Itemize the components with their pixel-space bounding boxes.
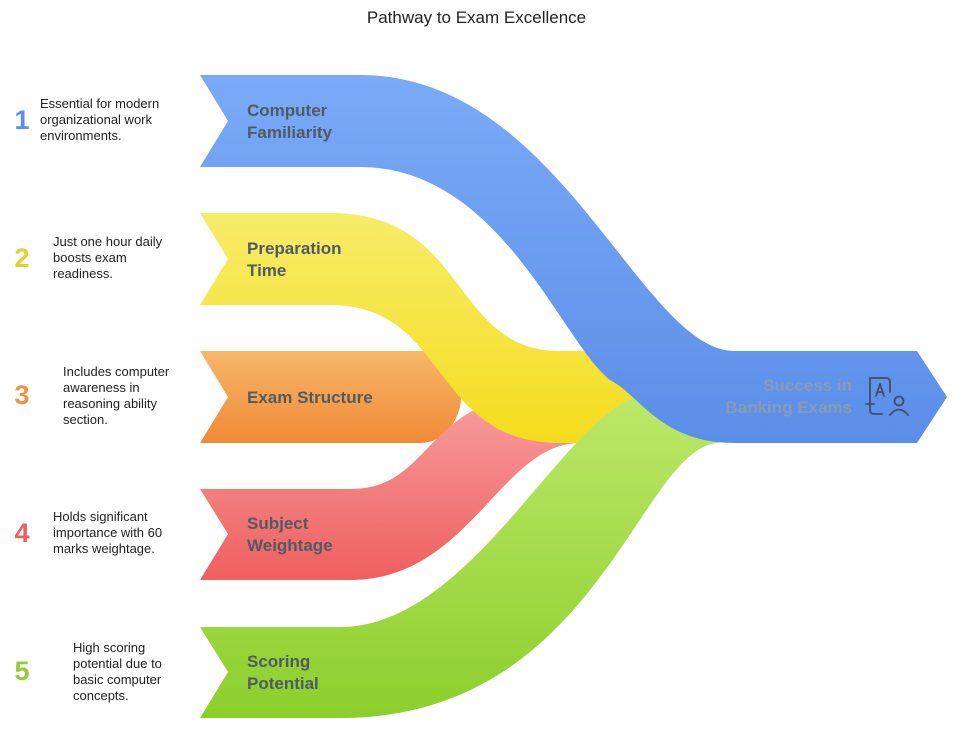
stream-label-exam-structure: Exam Structure	[247, 388, 373, 407]
stream-subject-weightage	[200, 409, 580, 580]
step-number-5: 5	[14, 656, 30, 686]
stream-computer-familiarity	[200, 75, 947, 443]
stream-preparation-time	[200, 213, 640, 443]
exam-candidate-icon	[865, 377, 909, 416]
step-number-3: 3	[14, 380, 30, 410]
stream-scoring-potential	[200, 395, 720, 718]
stream-exam-structure	[200, 351, 462, 443]
step-number-2: 2	[14, 243, 30, 273]
step-number-1: 1	[14, 105, 30, 135]
step-number-4: 4	[14, 518, 30, 548]
diagram-title: Pathway to Exam Excellence	[366, 8, 587, 27]
